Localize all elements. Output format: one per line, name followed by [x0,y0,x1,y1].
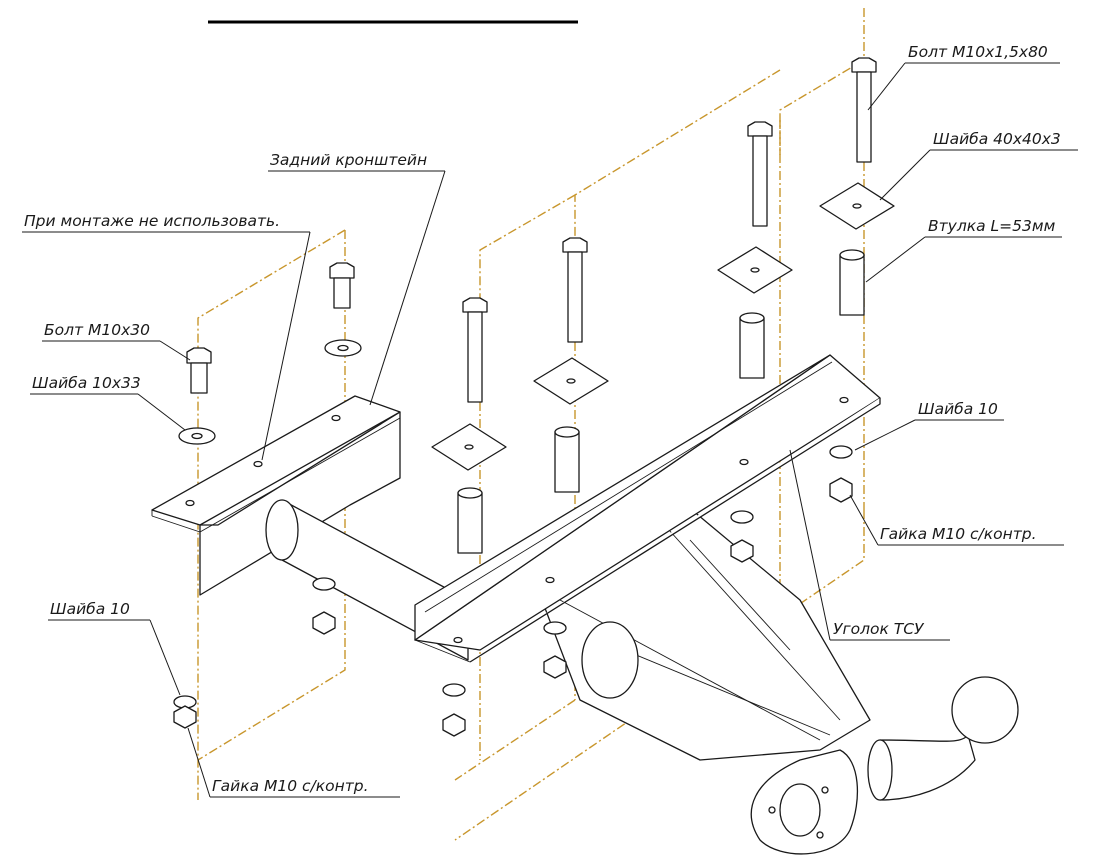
long-bolts [462,57,877,403]
bolt-long-2 [562,237,588,343]
part-labels: Болт М10х1,5х80 Шайба 40х40х3 Втулка L=5… [24,43,1061,795]
angle-bar-tsu [414,354,881,663]
square-washers [431,182,895,471]
label-bolt-short: Болт М10х30 [44,321,150,339]
label-nut-right: Гайка М10 с/контр. [880,525,1037,543]
label-nut-left: Гайка М10 с/контр. [212,777,369,795]
leader-lines [22,62,1078,798]
bolt-long-3 [747,121,773,227]
bolt-long-1 [462,297,488,403]
label-washer-10-left: Шайба 10 [50,600,130,618]
round-washers-10x33 [178,339,362,445]
bolt-long-4 [851,57,877,163]
label-bushing: Втулка L=53мм [928,217,1056,235]
short-bolts [186,262,355,394]
tow-ball [867,676,1019,801]
bushings [457,249,865,554]
label-bolt-long: Болт М10х1,5х80 [908,43,1048,61]
label-washer-10x33: Шайба 10х33 [32,374,141,392]
label-do-not-use: При монтаже не использовать. [24,212,280,230]
label-washer-square: Шайба 40х40х3 [933,130,1061,148]
washers-and-nuts [173,445,853,737]
socket-plate [750,749,859,855]
label-washer-10-right: Шайба 10 [918,400,998,418]
rear-bracket [151,395,401,596]
label-angle-tsu: Уголок ТСУ [833,620,925,638]
label-rear-bracket: Задний кронштейн [270,151,427,169]
